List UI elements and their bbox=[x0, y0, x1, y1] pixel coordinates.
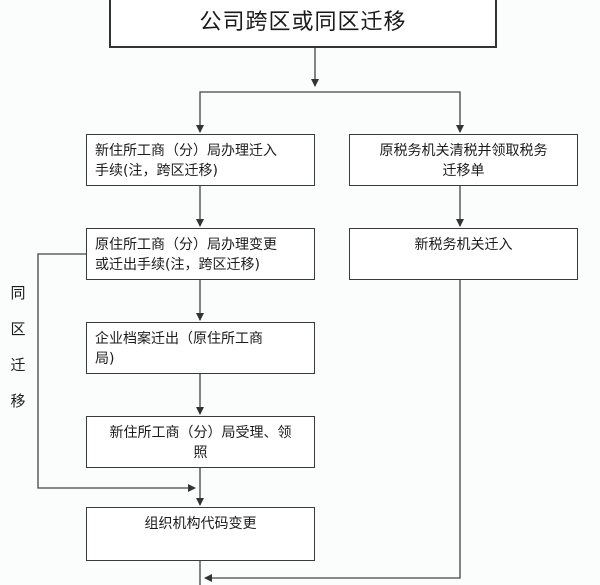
box-text: 照 bbox=[193, 445, 208, 461]
box-text: 原住所工商（分）局办理变更 bbox=[95, 237, 277, 253]
box-text: 迁移单 bbox=[442, 163, 485, 179]
box-new-tax-move-in: 新税务机关迁入 bbox=[349, 228, 578, 280]
box-text: 手续(注，跨区迁移) bbox=[95, 163, 218, 179]
box-text: 新住所工商（分）局受理、领 bbox=[109, 425, 292, 441]
side-label-char: 移 bbox=[10, 392, 26, 410]
side-label-char: 同 bbox=[10, 284, 26, 302]
box-text: 原税务机关清税并领取税务 bbox=[379, 143, 548, 159]
box-new-aic-license: 新住所工商（分）局受理、领 照 bbox=[86, 416, 315, 468]
box-text: 局) bbox=[95, 351, 115, 367]
right-return-line bbox=[204, 280, 461, 582]
box-new-aic-move-in: 新住所工商（分）局办理迁入 手续(注，跨区迁移) bbox=[86, 134, 315, 186]
box-text: 企业档案迁出（原住所工商 bbox=[95, 331, 263, 347]
bypass-line bbox=[37, 253, 196, 492]
box-tax-clearance: 原税务机关清税并领取税务 迁移单 bbox=[349, 134, 578, 186]
split-line bbox=[199, 91, 461, 110]
box-text: 新税务机关迁入 bbox=[414, 237, 513, 253]
side-label-char: 迁 bbox=[10, 356, 26, 374]
box-org-code-change: 组织机构代码变更 bbox=[86, 507, 315, 561]
box-archive-transfer: 企业档案迁出（原住所工商 局) bbox=[86, 322, 315, 374]
box-text: 组织机构代码变更 bbox=[144, 516, 257, 532]
side-label-char: 区 bbox=[10, 320, 26, 338]
title-text: 公司跨区或同区迁移 bbox=[199, 10, 407, 35]
same-district-label: 同 区 迁 移 bbox=[6, 282, 30, 426]
box-old-aic-change: 原住所工商（分）局办理变更 或迁出手续(注，跨区迁移) bbox=[86, 228, 315, 280]
title-box: 公司跨区或同区迁移 bbox=[109, 0, 497, 48]
box-text: 新住所工商（分）局办理迁入 bbox=[95, 143, 277, 159]
box-text: 或迁出手续(注，跨区迁移) bbox=[95, 257, 260, 273]
